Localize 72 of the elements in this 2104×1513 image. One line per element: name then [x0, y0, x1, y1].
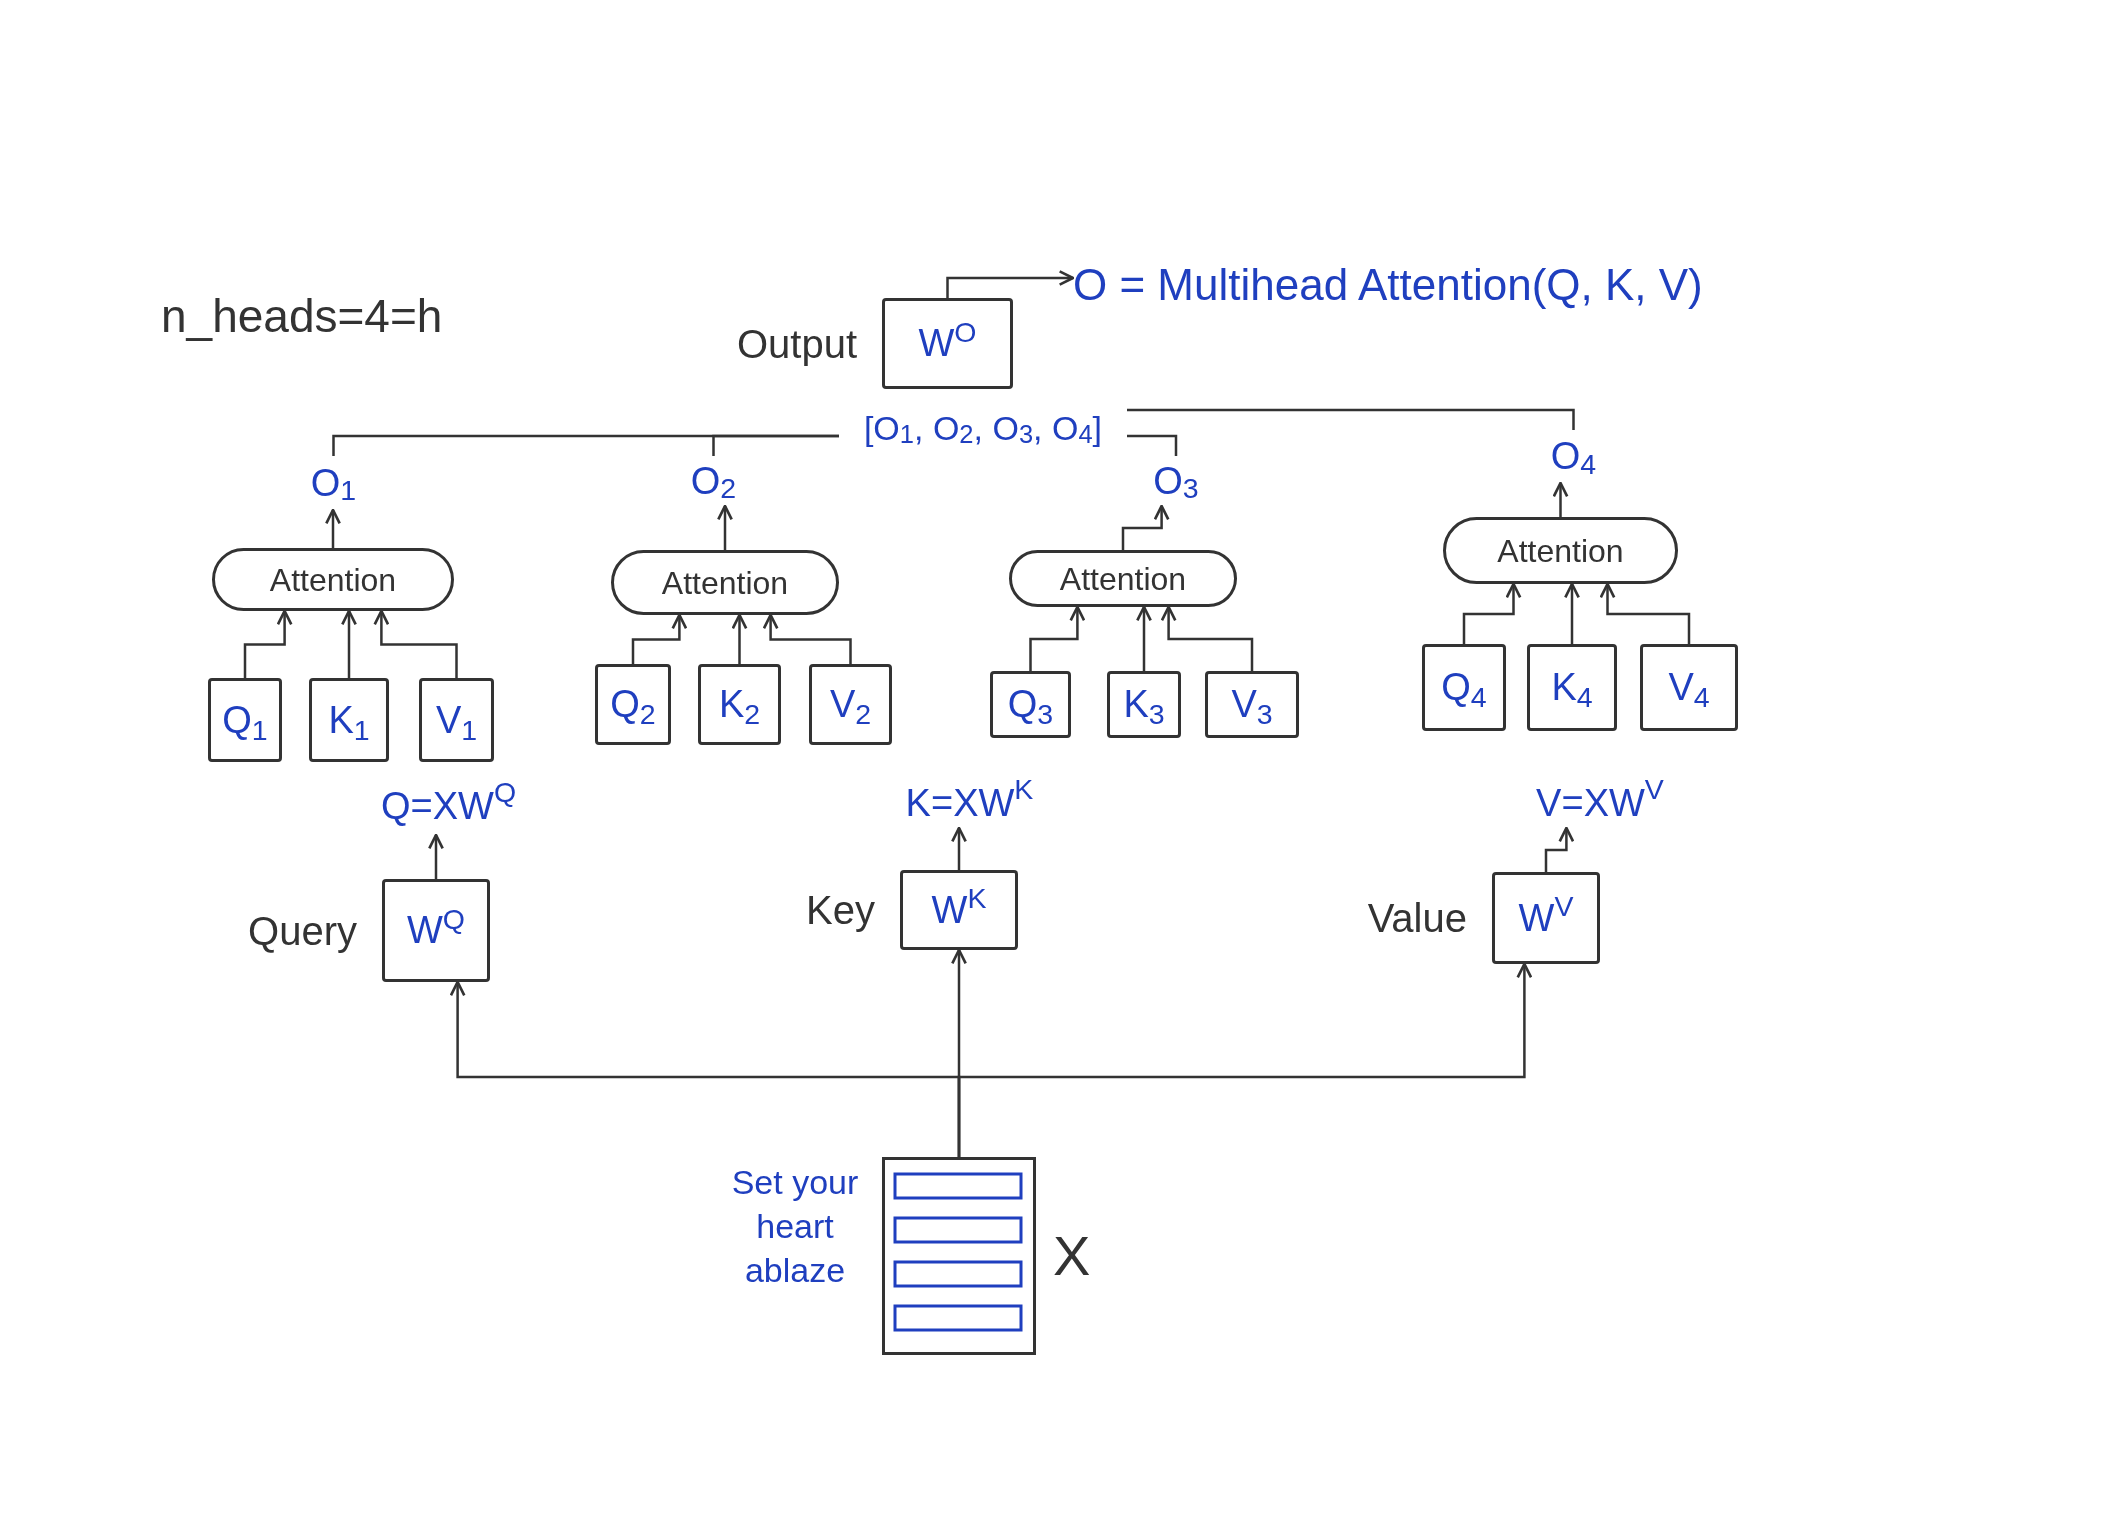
- side-label: X: [1053, 1223, 1091, 1289]
- connector-line: [1127, 434, 1178, 456]
- arrow: [243, 609, 293, 678]
- side-label: Output: [736, 320, 857, 368]
- node-text: W$^{Q}$: [406, 902, 465, 953]
- labeled-box: [1640, 644, 1738, 731]
- arrow: [341, 609, 357, 678]
- labeled-box: [1107, 671, 1181, 738]
- formula-text: O = Multihead Attention(Q, K, V): [1073, 248, 1733, 322]
- node-text: V$_{2}$: [829, 682, 872, 733]
- formula-text: K=XW$^{K}$: [872, 778, 1067, 828]
- side-label: Value: [1367, 895, 1467, 942]
- side-label: Key: [806, 887, 875, 934]
- labeled-box: [698, 664, 781, 745]
- arrow: [1121, 504, 1170, 550]
- arrow: [1544, 826, 1575, 872]
- labeled-box: [990, 671, 1071, 738]
- formula-text: O$_{1}$: [298, 456, 369, 510]
- node-text: Q$_{1}$: [222, 697, 268, 748]
- arrow: [1160, 605, 1254, 671]
- labeled-box: [1527, 644, 1617, 731]
- labeled-box: [208, 678, 282, 762]
- node-text: V$_{1}$: [435, 697, 478, 748]
- arrow: [373, 609, 458, 678]
- arrow: [957, 962, 1533, 1157]
- node-text: V$_{3}$: [1231, 682, 1273, 733]
- formula-text: O$_{4}$: [1530, 430, 1617, 483]
- node-text: W$^{O}$: [918, 315, 977, 366]
- node-text: W$^{K}$: [931, 881, 987, 933]
- side-label: Query: [248, 907, 357, 955]
- arrow: [1599, 582, 1691, 644]
- node-text: K$_{4}$: [1551, 665, 1593, 716]
- node-text: Q$_{4}$: [1441, 665, 1487, 716]
- arrow: [1552, 481, 1569, 517]
- node-text: Q$_{2}$: [610, 682, 656, 733]
- formula-text: V=XW$^{V}$: [1516, 778, 1684, 828]
- formula-text: O$_{2}$: [682, 456, 745, 506]
- formula-text: Q=XW$^{Q}$: [360, 778, 537, 835]
- arrow: [631, 613, 688, 664]
- labeled-box: [419, 678, 494, 762]
- node-text: Attention: [1059, 559, 1187, 599]
- arrow: [1136, 605, 1152, 671]
- arrow: [951, 826, 967, 870]
- node-text: Q$_{3}$: [1007, 682, 1054, 733]
- labeled-box: [1205, 671, 1299, 738]
- labeled-box: [595, 664, 671, 745]
- connector-line: [712, 434, 839, 456]
- note-text: Set your heart ablaze: [730, 1162, 860, 1291]
- arrow: [1029, 605, 1086, 671]
- arrow: [731, 613, 748, 664]
- note-text: n_heads=4=h: [161, 289, 444, 344]
- arrow: [762, 613, 852, 664]
- arrow: [428, 833, 444, 879]
- arrow: [717, 504, 733, 550]
- formula-text: O$_{3}$: [1140, 456, 1212, 506]
- arrow: [1462, 582, 1522, 644]
- node-text: Attention: [269, 560, 397, 600]
- formula-text: [O$_{1}$, O$_{2}$, O$_{3}$, O$_{4}$]: [839, 400, 1127, 456]
- labeled-box: [309, 678, 389, 762]
- node-text: W$^{V}$: [1518, 889, 1574, 941]
- node-text: V$_{4}$: [1668, 665, 1710, 716]
- arrow: [325, 508, 341, 548]
- connector-line: [1127, 408, 1575, 430]
- labeled-box: [809, 664, 892, 745]
- node-text: Attention: [1497, 531, 1624, 571]
- node-text: Attention: [661, 563, 789, 603]
- node-text: K$_{2}$: [718, 682, 761, 733]
- node-text: K$_{1}$: [328, 697, 370, 748]
- arrow: [1564, 582, 1580, 644]
- labeled-box: [1422, 644, 1506, 731]
- node-text: K$_{3}$: [1123, 682, 1165, 733]
- arrow: [946, 270, 1075, 298]
